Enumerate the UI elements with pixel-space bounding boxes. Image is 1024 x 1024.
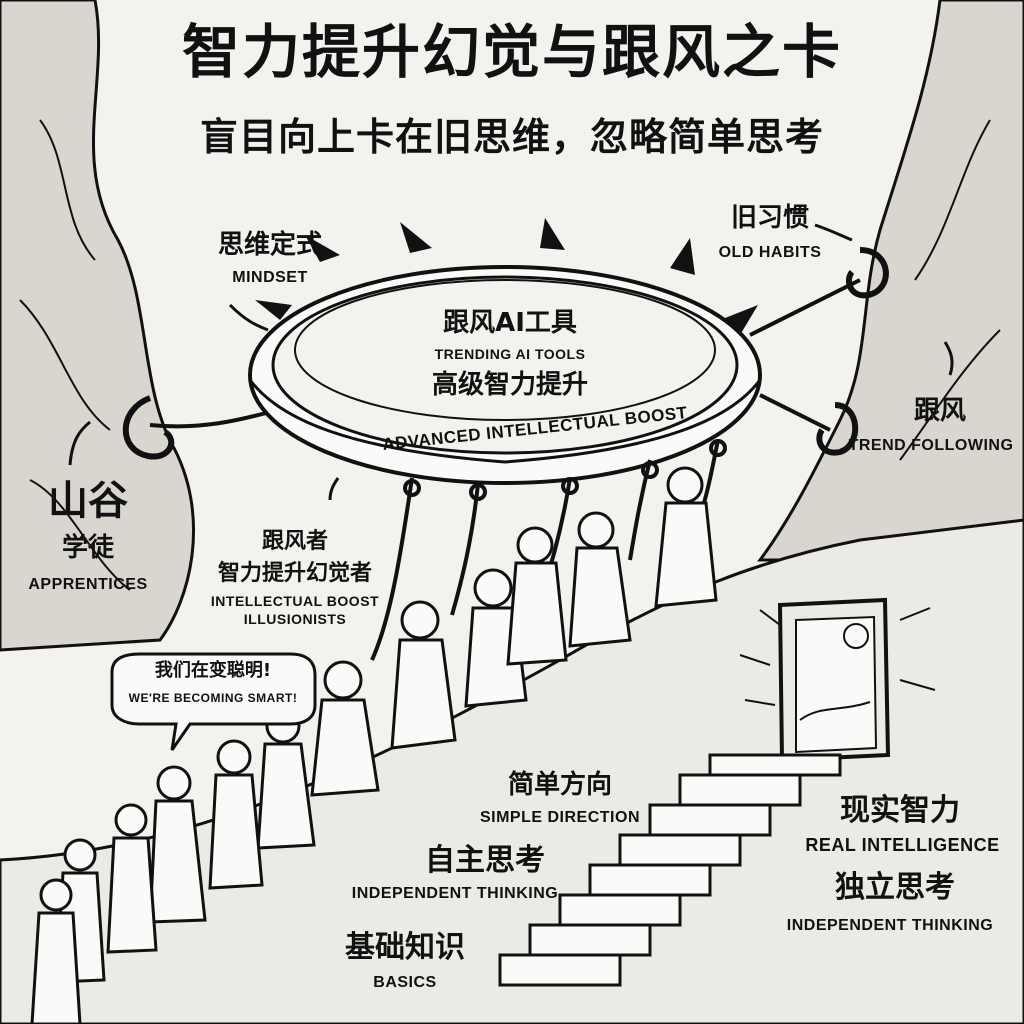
- label-illusionists-en-2: ILLUSIONISTS: [243, 611, 347, 627]
- label-old-habits-zh: 旧习惯: [730, 203, 809, 233]
- label-followers-zh: 跟风者: [261, 529, 328, 554]
- label-independent-thinking2-en: INDEPENDENT THINKING: [786, 917, 994, 934]
- label-illusionists-zh: 智力提升幻觉者: [217, 561, 372, 586]
- ring-label-trending-zh: 跟风AI工具: [443, 308, 577, 338]
- hook-icon: [846, 247, 889, 299]
- staircase-icon: [498, 753, 842, 987]
- label-apprentices-en: APPRENTICES: [28, 576, 148, 593]
- label-trend-following-zh: 跟风: [913, 396, 966, 426]
- thorny-ring: [248, 218, 762, 485]
- label-mindset-en: MINDSET: [232, 269, 308, 286]
- doorway-icon: [739, 597, 936, 763]
- label-basics-en: BASICS: [373, 974, 437, 991]
- followers-group: [310, 466, 718, 797]
- label-independent-thinking-en: INDEPENDENT THINKING: [351, 885, 559, 902]
- label-trend-following-en: TREND FOLLOWING: [848, 437, 1014, 454]
- label-real-intelligence-en: REAL INTELLIGENCE: [805, 835, 1000, 855]
- label-mindset-zh: 思维定式: [217, 230, 322, 260]
- label-simple-direction-zh: 简单方向: [507, 770, 612, 800]
- apprentices-group: [30, 708, 316, 1024]
- left-cliff: [0, 0, 195, 652]
- label-basics-zh: 基础知识: [345, 930, 465, 965]
- hook-icon: [122, 395, 175, 460]
- right-cliff: [757, 0, 1024, 562]
- label-old-habits-en: OLD HABITS: [718, 244, 822, 261]
- right-anchor-rope-lower: [759, 393, 831, 432]
- label-real-intelligence-zh: 现实智力: [840, 793, 960, 828]
- page-subtitle: 盲目向上卡在旧思维，忽略简单思考: [199, 115, 824, 159]
- speech-text-en: WE'RE BECOMING SMART!: [128, 691, 298, 705]
- sun-icon: [843, 623, 869, 649]
- label-independent-thinking-zh: 自主思考: [425, 843, 545, 878]
- pointer-arrows: [68, 223, 954, 501]
- left-anchor-rope: [149, 410, 271, 429]
- hook-icon: [816, 402, 859, 456]
- label-illusionists-en-1: INTELLECTUAL BOOST: [210, 593, 380, 609]
- ring-label-trending-en: TRENDING AI TOOLS: [434, 346, 586, 362]
- label-independent-thinking2-zh: 独立思考: [835, 870, 955, 905]
- ring-label-advanced-zh: 高级智力提升: [431, 370, 588, 400]
- speech-bubble: [110, 652, 317, 751]
- label-apprentices-zh: 学徒: [61, 533, 114, 563]
- right-anchor-rope-upper: [749, 278, 861, 337]
- label-simple-direction-en: SIMPLE DIRECTION: [479, 809, 640, 826]
- speech-text-zh: 我们在变聪明!: [154, 660, 272, 681]
- label-valley-zh: 山谷: [48, 478, 128, 524]
- page-title: 智力提升幻觉与跟风之卡: [181, 18, 842, 86]
